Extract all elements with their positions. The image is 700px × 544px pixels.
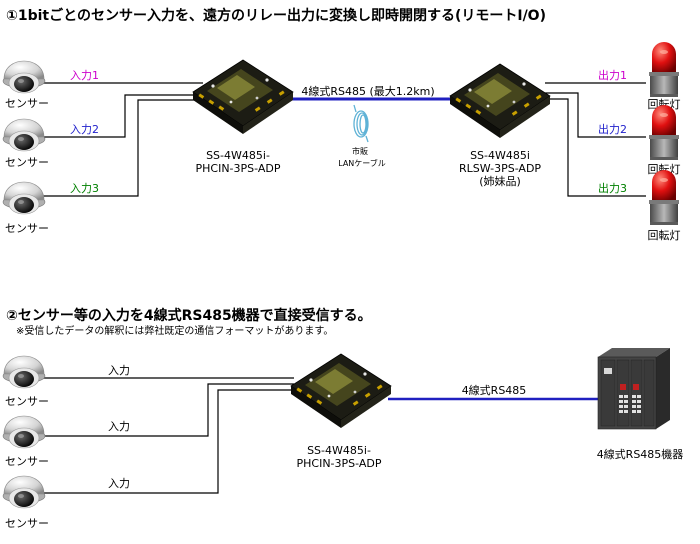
camera-icon (2, 118, 46, 152)
sensor-6: センサー (2, 475, 49, 530)
diagram2-input-wires (42, 377, 294, 494)
sensor-4: センサー (2, 355, 49, 408)
d2-device-line2: PHCIN-3PS-ADP (297, 457, 382, 470)
sensor-1: センサー (2, 60, 49, 110)
lamp-2-label: 回転灯 (648, 163, 681, 176)
rotating-lamp-icon (649, 42, 679, 97)
sensor-3: センサー (2, 181, 49, 235)
diagram2-link-label: 4線式RS485 (462, 383, 527, 397)
lamp-1-label: 回転灯 (648, 98, 681, 111)
device-right-line3: (姉妹品) (479, 174, 521, 188)
input-label-3: 入力3 (70, 182, 99, 195)
lamp-1: 回転灯 (648, 42, 681, 111)
equipment-label: 4線式RS485機器 (597, 447, 684, 461)
d2-input-label-2: 入力 (108, 420, 130, 433)
d2-input-label-3: 入力 (108, 477, 130, 490)
cable-label-line1: 市販 (352, 146, 368, 156)
d2-input-label-1: 入力 (108, 364, 130, 377)
device-right-line1: SS-4W485i (470, 149, 530, 162)
output-label-2: 出力2 (598, 122, 627, 136)
camera-icon (2, 181, 46, 215)
sensor-2: センサー (2, 118, 49, 169)
input-label-2: 入力2 (70, 123, 99, 136)
sensor-4-label: センサー (5, 395, 49, 408)
device-left-line1: SS-4W485i- (206, 149, 270, 162)
sensor-2-label: センサー (5, 156, 49, 169)
cable-label-line2: LANケーブル (338, 158, 386, 168)
camera-icon (2, 475, 46, 509)
camera-icon (2, 60, 46, 94)
output-label-1: 出力1 (598, 68, 627, 82)
lan-cable-icon (353, 104, 369, 143)
lamp-3-label: 回転灯 (648, 229, 681, 242)
sensor-5-label: センサー (5, 455, 49, 468)
d2-device-line1: SS-4W485i- (307, 444, 371, 457)
camera-icon (2, 355, 46, 389)
lamp-3: 回転灯 (648, 170, 681, 242)
sensor-6-label: センサー (5, 517, 49, 530)
diagram2-note: ※受信したデータの解釈には弊社既定の通信フォーマットがあります。 (16, 324, 333, 337)
rs485-equipment-icon (597, 348, 670, 430)
sensor-1-label: センサー (5, 97, 49, 110)
device-rlsw-icon (449, 63, 551, 139)
diagram1-output-wires (545, 82, 646, 197)
device-left-line2: PHCIN-3PS-ADP (196, 162, 281, 175)
rotating-lamp-icon (649, 105, 679, 160)
rotating-lamp-icon (649, 170, 679, 225)
sensor-3-label: センサー (5, 222, 49, 235)
camera-icon (2, 415, 46, 449)
device-phcin-icon (192, 59, 294, 135)
sensor-5: センサー (2, 415, 49, 468)
diagram1-input-wires (42, 82, 203, 197)
diagram1-link-label: 4線式RS485 (最大1.2km) (301, 84, 434, 98)
diagram1-title: ①1bitごとのセンサー入力を、遠方のリレー出力に変換し即時開閉する(リモートI… (6, 7, 546, 24)
diagram2-title: ②センサー等の入力を4線式RS485機器で直接受信する。 (6, 307, 372, 324)
lamp-2: 回転灯 (648, 105, 681, 176)
input-label-1: 入力1 (70, 69, 99, 82)
device-phcin-icon (290, 353, 392, 429)
device-right-line2: RLSW-3PS-ADP (459, 162, 541, 175)
output-label-3: 出力3 (598, 181, 627, 195)
